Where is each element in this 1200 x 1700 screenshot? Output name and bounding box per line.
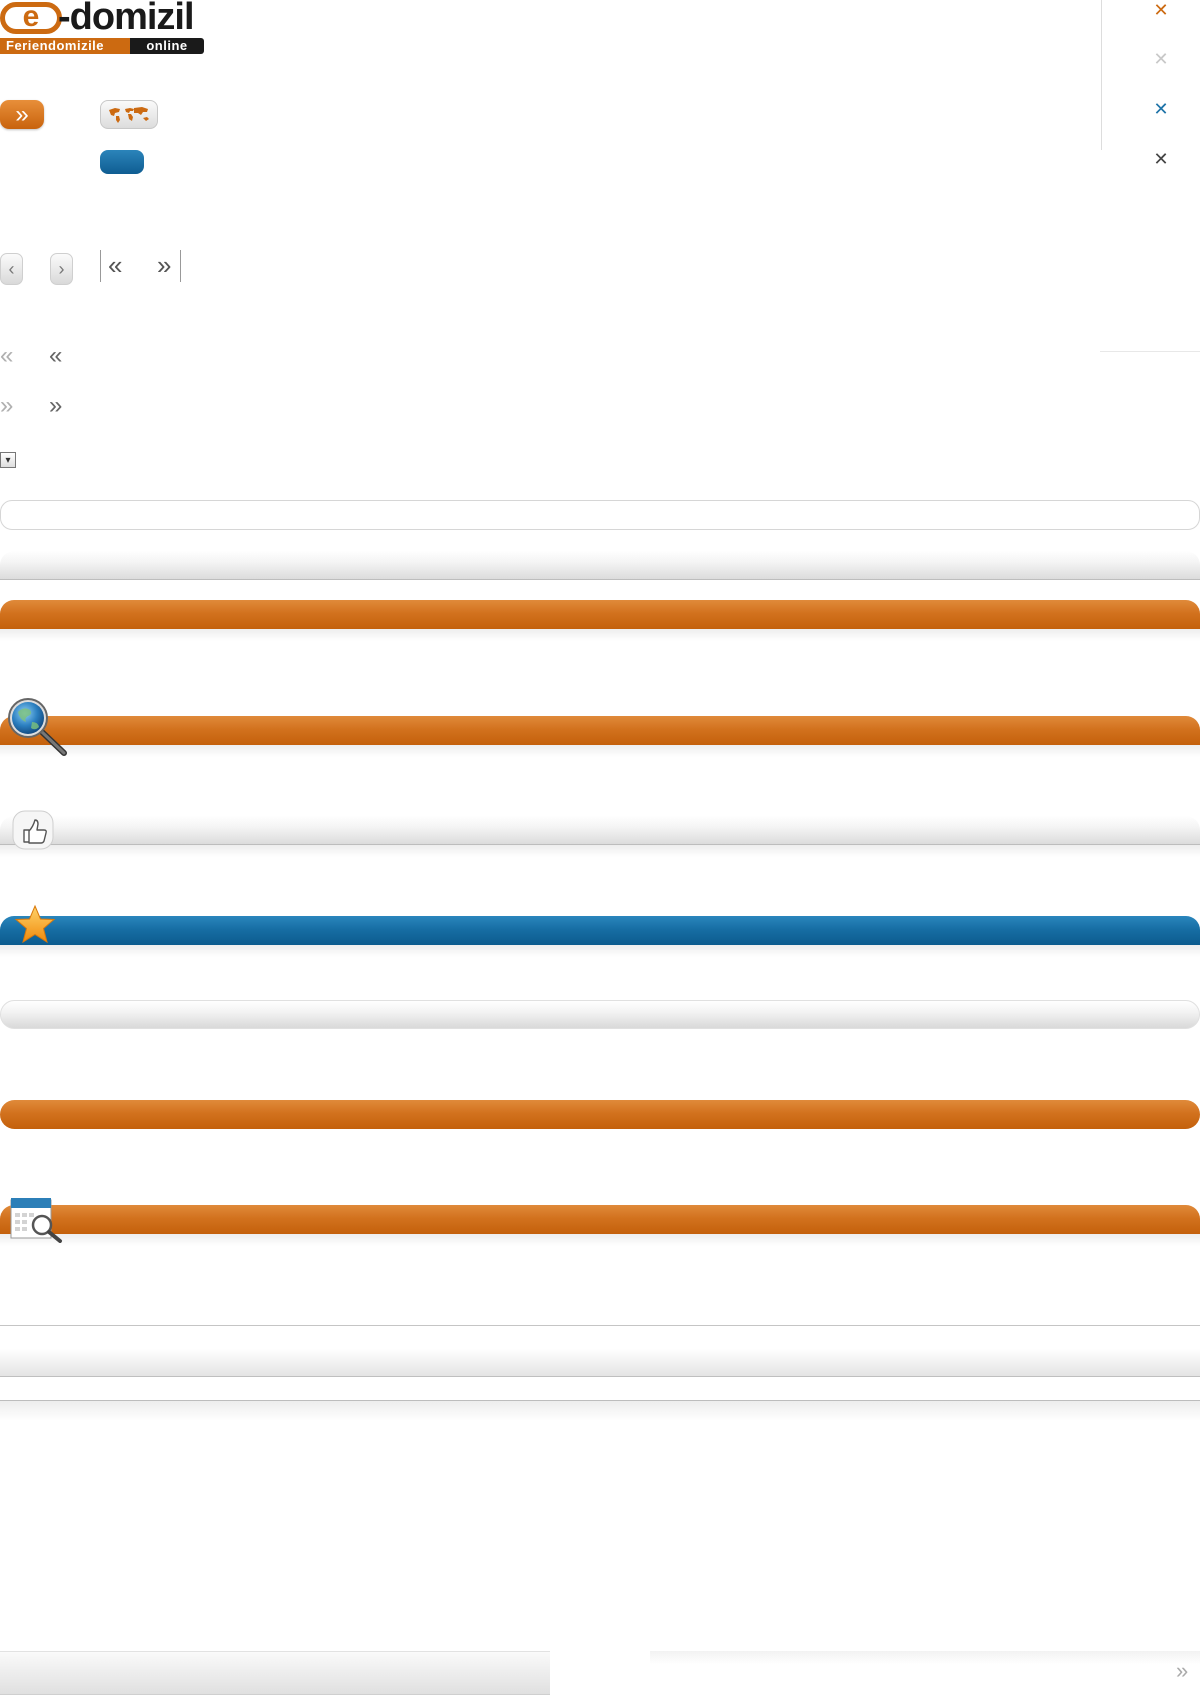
pager-divider-right (180, 250, 181, 282)
divider-line (0, 1325, 1200, 1326)
close-button-light[interactable]: ✕ (1152, 50, 1170, 68)
globe-search-icon (8, 698, 68, 761)
box-shadow (0, 1234, 1200, 1246)
search-box-header (0, 716, 1200, 745)
footer-left-bar (0, 1651, 550, 1695)
back-arrow-link[interactable]: « (49, 342, 63, 369)
gray-box-header (0, 551, 1200, 580)
recommend-box-header (0, 816, 1200, 845)
double-chevron-right-icon: » (15, 100, 29, 128)
pager-divider-left (100, 250, 101, 282)
chevron-right-icon: › (58, 259, 65, 279)
forward-arrow-link[interactable]: » (49, 392, 63, 419)
divider-line (0, 1400, 1200, 1401)
close-button-blue[interactable]: ✕ (1152, 100, 1170, 118)
close-icon: ✕ (1153, 49, 1169, 69)
logo-tagline-right: online (130, 38, 204, 54)
orange-box-header (0, 600, 1200, 629)
forward-arrow-disabled: » (0, 392, 14, 419)
right-column-divider-bottom (1100, 351, 1200, 352)
next-button[interactable]: › (50, 253, 73, 285)
close-button-dark[interactable]: ✕ (1152, 150, 1170, 168)
gray-gradient-row (0, 1326, 1200, 1376)
calendar-search-icon (10, 1197, 64, 1248)
star-icon (14, 904, 56, 951)
close-icon: ✕ (1153, 0, 1169, 20)
dropdown-toggle[interactable]: ▾ (0, 452, 16, 468)
orange-rounded-bar (0, 1100, 1200, 1129)
right-column-divider (1101, 0, 1102, 150)
pager-first-link[interactable]: « (108, 250, 123, 280)
e-domizil-logo[interactable]: e -domizil Feriendomizile online (0, 0, 205, 56)
close-icon: ✕ (1153, 99, 1169, 119)
blue-action-button[interactable] (100, 150, 144, 174)
logo-mark: e (0, 2, 62, 34)
back-arrow-disabled: « (0, 342, 14, 369)
footer-next-link[interactable]: » (1176, 1658, 1189, 1683)
chevron-down-icon: ▾ (5, 454, 11, 466)
box-shadow (0, 1401, 1200, 1421)
close-icon: ✕ (1153, 149, 1169, 169)
calendar-box-header (0, 1205, 1200, 1234)
forward-button[interactable]: » (0, 100, 44, 129)
favorites-box-header (0, 916, 1200, 945)
box-shadow (0, 845, 1200, 857)
logo-tagline-left: Feriendomizile (0, 38, 130, 54)
pager-last-link[interactable]: » (157, 250, 172, 280)
close-button-orange[interactable]: ✕ (1152, 1, 1170, 19)
world-map-icon (109, 107, 149, 123)
thumbs-up-icon (12, 810, 54, 855)
box-shadow (0, 745, 1200, 757)
box-shadow (0, 629, 1200, 641)
gray-rounded-bar (0, 1000, 1200, 1029)
world-map-button[interactable] (100, 100, 158, 129)
chevron-left-icon: ‹ (8, 259, 15, 279)
prev-button[interactable]: ‹ (0, 253, 23, 285)
logo-wordmark: -domizil (58, 0, 195, 38)
box-shadow (0, 945, 1200, 957)
divider-line (0, 1376, 1200, 1377)
footer-right-bar (650, 1651, 1200, 1695)
outline-box-header (0, 500, 1200, 530)
